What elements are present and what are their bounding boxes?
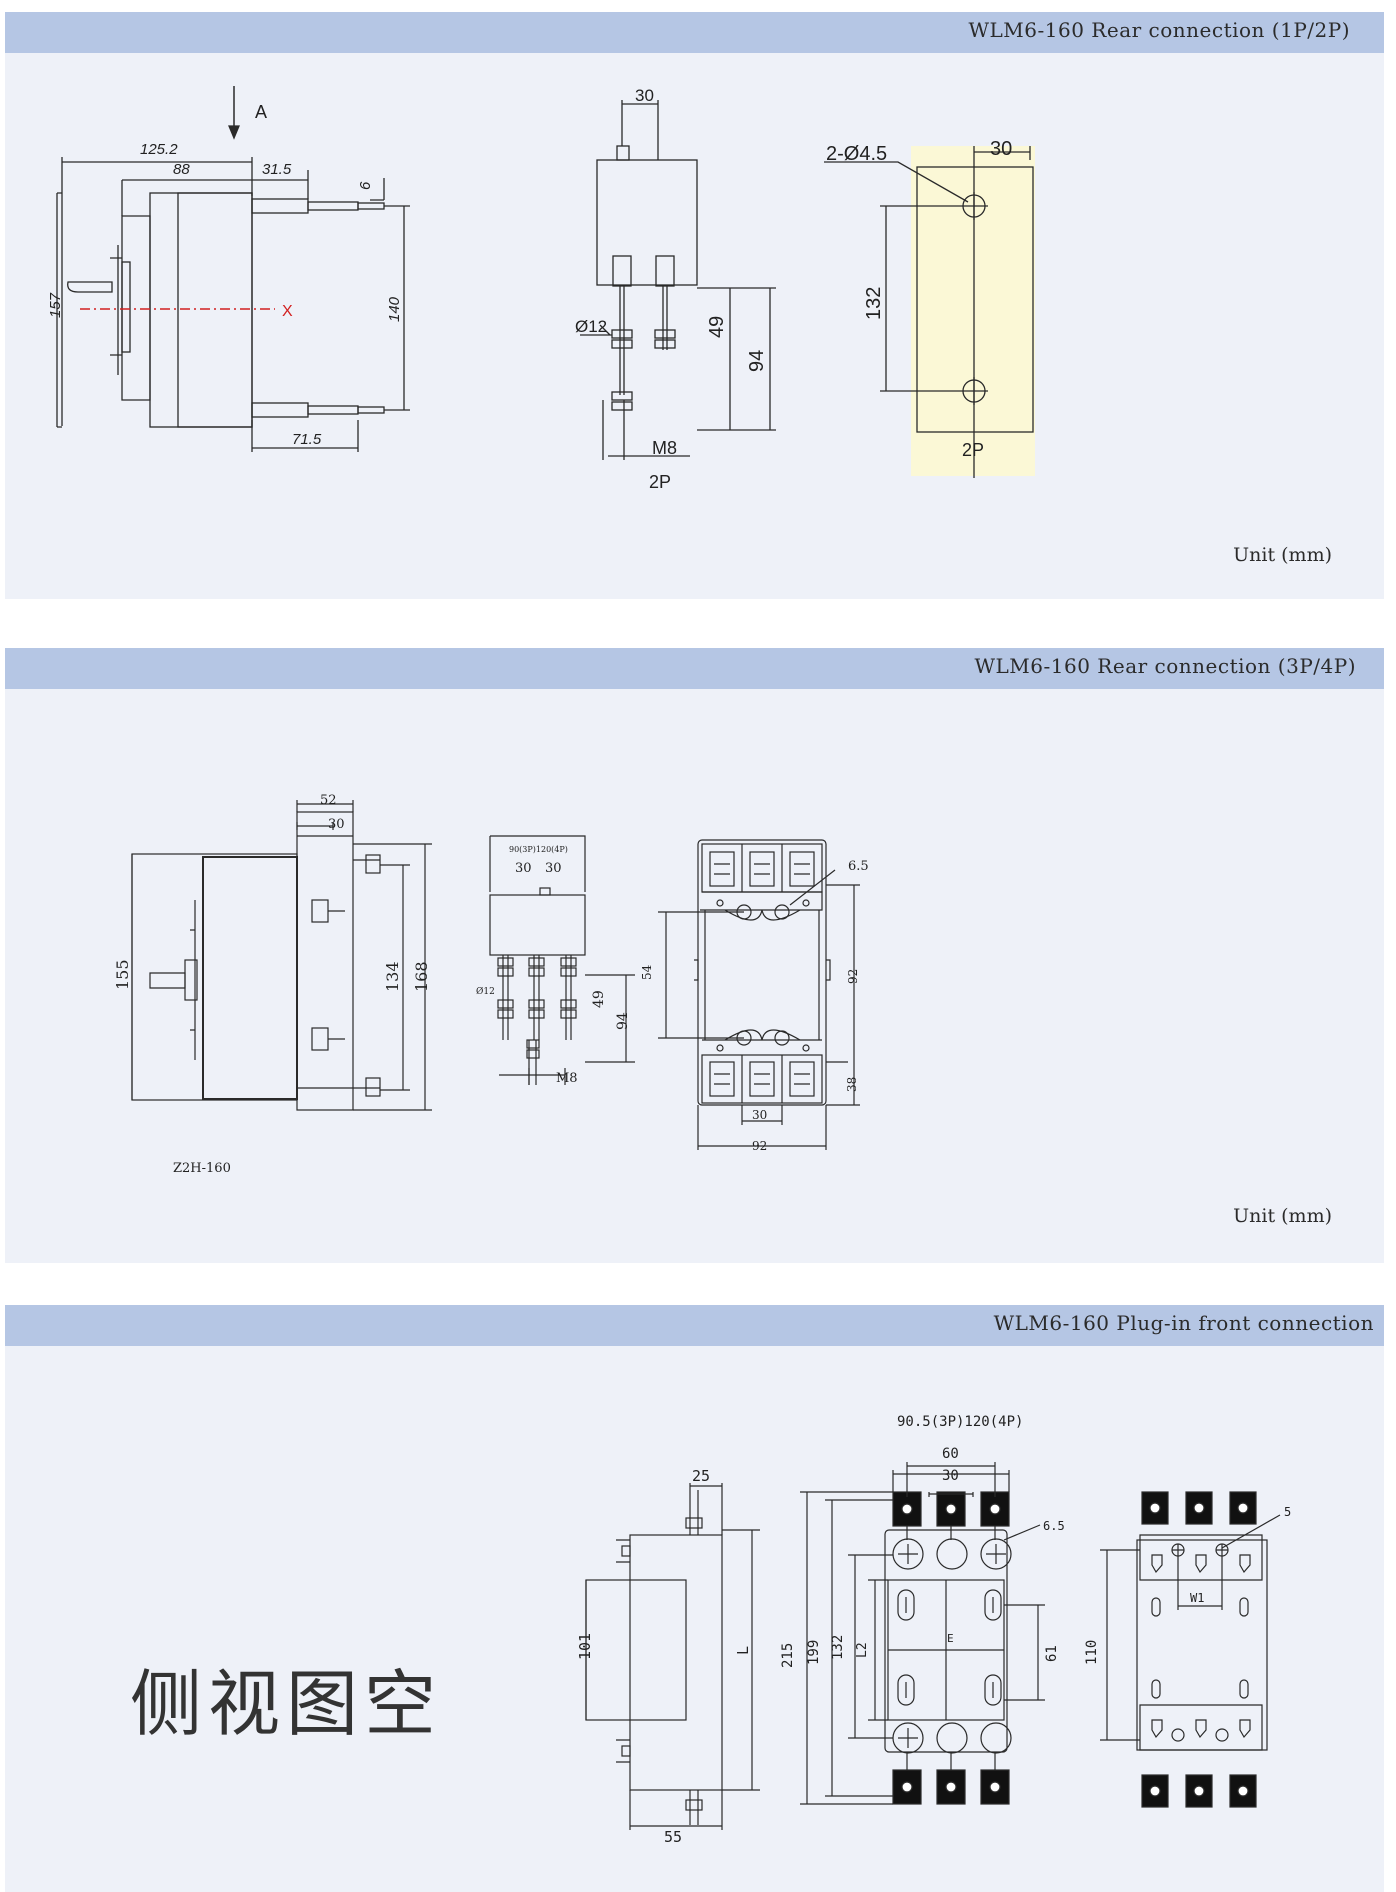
dim-L2: L2: [855, 1642, 870, 1658]
dim-71: 71.5: [292, 431, 322, 448]
dim-168: 168: [412, 961, 431, 992]
model-label: Z2H-160: [173, 1161, 231, 1176]
dim-m8-3p: M8: [556, 1071, 578, 1086]
dim-125: 125.2: [140, 141, 178, 158]
front-view-1p2p: [580, 100, 776, 460]
dim-30a: 30: [515, 861, 532, 876]
dim-65-plug: 6.5: [1043, 1519, 1065, 1533]
dim-38: 38: [845, 1077, 859, 1092]
dim-92-h: 92: [752, 1139, 767, 1153]
panel-header: WLM6-160 Rear connection (3P/4P): [5, 648, 1384, 689]
panel-rear-3p4p: WLM6-160 Rear connection (3P/4P) Unit (m…: [5, 648, 1384, 1263]
dim-65: 6.5: [848, 859, 869, 874]
pole-label-front: 2P: [649, 472, 671, 492]
dim-d12: Ø12: [575, 317, 607, 336]
dim-30-side: 30: [328, 817, 345, 832]
dim-134: 134: [383, 961, 402, 992]
dim-5: 5: [1284, 1505, 1291, 1519]
dim-157: 157: [47, 292, 64, 318]
dim-49: 49: [706, 316, 728, 338]
dim-W1: W1: [1190, 1591, 1204, 1605]
unit-label: Unit (mm): [1233, 544, 1332, 566]
dim-55: 55: [664, 1828, 682, 1846]
dim-m8: M8: [652, 438, 677, 458]
dim-110: 110: [1084, 1640, 1100, 1665]
dim-52: 52: [320, 793, 337, 808]
dim-E: E: [947, 1632, 954, 1645]
dim-6: 6: [357, 181, 374, 190]
dim-axis-x: X: [282, 303, 293, 320]
dim-holes: 2-Ø4.5: [826, 143, 887, 165]
panel-title: WLM6-160 Plug-in front connection: [993, 1311, 1374, 1335]
rear-view-plug-in: [1100, 1491, 1281, 1808]
dim-d12-3p: Ø12: [476, 986, 495, 997]
panel-title: WLM6-160 Rear connection (1P/2P): [968, 18, 1350, 42]
front-view-3p4p: [489, 835, 635, 1085]
dim-215: 215: [780, 1643, 796, 1668]
rear-connection-1p2p-drawing: A X 125.2 88 31.5 6 157 140 71.5 30 Ø12 …: [47, 86, 1035, 492]
dim-top-plug: 90.5(3P)120(4P): [897, 1414, 1023, 1430]
pole-label-rear: 2P: [962, 440, 984, 460]
dim-49-3p: 49: [591, 990, 607, 1008]
dim-155: 155: [113, 959, 132, 990]
panel-header: WLM6-160 Plug-in front connection: [5, 1305, 1384, 1346]
dim-88: 88: [173, 161, 190, 178]
dim-60: 60: [942, 1446, 959, 1462]
dim-30b: 30: [545, 861, 562, 876]
panel-rear-1p2p: WLM6-160 Rear connection (1P/2P) Unit (m…: [5, 12, 1384, 599]
dim-30-front: 30: [635, 86, 654, 105]
side-view-plug-in: [585, 1483, 760, 1830]
dim-101: 101: [576, 1633, 594, 1660]
rear-view-3p4p: [658, 839, 860, 1150]
dim-L: L: [734, 1646, 752, 1655]
dim-94-3p: 94: [615, 1012, 631, 1030]
dim-94: 94: [746, 350, 768, 372]
dim-31: 31.5: [262, 161, 292, 178]
panel-title: WLM6-160 Rear connection (3P/4P): [974, 654, 1356, 678]
panel-header: WLM6-160 Rear connection (1P/2P): [5, 12, 1384, 53]
dim-132-plug: 132: [830, 1635, 846, 1660]
dim-arrow-a: A: [255, 102, 267, 122]
side-view-3p4p: [131, 800, 432, 1111]
unit-label: Unit (mm): [1233, 1205, 1332, 1227]
side-view-empty-label: 侧视图空: [130, 1662, 443, 1746]
dim-25: 25: [692, 1467, 710, 1485]
dim-54: 54: [640, 964, 654, 980]
dim-top-3p4p: 90(3P)120(4P): [509, 845, 568, 854]
dim-92-v: 92: [846, 969, 860, 984]
dim-132: 132: [863, 287, 885, 320]
dim-30-rear: 30: [752, 1108, 767, 1122]
dim-140: 140: [386, 296, 403, 322]
front-view-plug-in: [800, 1462, 1045, 1805]
side-view-1p2p: [56, 157, 410, 452]
dim-30-rear: 30: [990, 138, 1012, 160]
dim-61: 61: [1044, 1645, 1060, 1662]
dim-30-plug: 30: [942, 1468, 959, 1484]
rear-view-2p: [824, 146, 1035, 478]
dim-199: 199: [806, 1640, 822, 1665]
